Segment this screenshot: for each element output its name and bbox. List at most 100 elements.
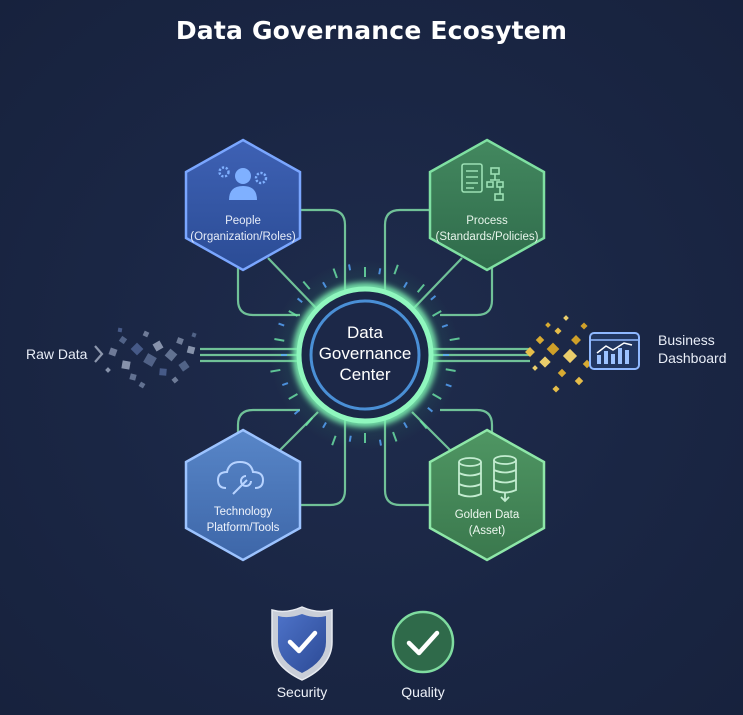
spark-dash [416,283,425,293]
particle [117,327,123,333]
particle [191,332,197,338]
spark-dash [302,280,311,290]
person-gears-icon [218,166,268,200]
spark-dash [392,431,398,442]
spark-dash [449,337,460,342]
quality-check-icon [391,610,455,674]
security-label: Security [276,684,328,700]
spark-dash [331,435,337,446]
particle [118,335,128,345]
node-technology: Technology Platform/Tools [184,428,302,562]
particle [186,345,196,355]
spark-dash [430,295,437,301]
particle [571,335,581,345]
particle [535,335,545,345]
spark-dash [281,382,289,387]
spark-dash [305,417,314,427]
particle [164,348,178,362]
particle [159,368,167,376]
raw-data-label: Raw Data [26,346,88,362]
particle [552,385,560,393]
spark-dash [332,268,338,279]
particle [129,373,137,381]
node-golden-data: Golden Data (Asset) [428,428,546,562]
particle [580,322,588,330]
spark-dash [288,393,298,400]
particle [152,340,164,352]
insight-particles [525,315,592,393]
spark-dash [432,310,442,317]
business-dashboard-label: Business Dashboard [658,331,727,367]
particle [178,360,190,372]
particle [138,381,146,389]
center-label-line2: Governance [319,344,412,363]
technology-sublabel: Platform/Tools [207,522,280,534]
chevron-right-icon [94,345,104,363]
center-inner-ring [309,299,421,411]
particle [143,353,157,367]
spark-dash [348,435,352,442]
node-process: Process (Standards/Policies) [428,138,546,272]
dashboard-label-line1: Business [658,332,715,348]
spark-dash [393,264,399,275]
cloud-wrench-icon [216,460,265,495]
particle [539,356,551,368]
center-label-line1: Data [347,323,383,342]
diagram-title: Data Governance Ecosytem [175,16,568,45]
people-sublabel: (Organization/Roles) [190,231,296,243]
spark-dash [432,393,442,400]
spark-dash [322,281,327,288]
database-icon [458,455,517,503]
center-label-line3: Center [339,365,390,384]
dashboard-chart-icon [589,332,640,370]
particle [108,347,118,357]
particle [554,327,562,335]
spark-dash [293,409,300,415]
raw-data-particles [105,327,197,389]
particle [574,376,584,386]
spark-dash [427,406,434,413]
golden-label: Golden Data [455,509,520,521]
spark-dash [270,368,281,373]
spark-dash [441,323,449,328]
golden-sublabel: (Asset) [469,525,506,537]
technology-label: Technology [214,506,272,518]
spark-dash [288,310,298,317]
particle [563,315,569,321]
particle [532,365,538,371]
checklist-flowchart-icon [461,163,504,201]
particle [176,337,184,345]
spark-dash [378,439,382,446]
spark-dash [403,422,408,429]
particle [121,360,131,370]
spark-dash [378,268,382,275]
particle [525,347,535,357]
spark-dash [419,420,428,430]
dashboard-label-line2: Dashboard [658,350,727,366]
process-label: Process [466,215,508,227]
spark-dash [445,368,456,372]
particle [545,322,551,328]
spark-dash [403,281,408,288]
quality-label: Quality [401,684,445,700]
people-label: People [225,215,261,227]
particle [562,348,578,364]
particle [171,376,179,384]
spark-dash [296,297,303,304]
spark-dash [348,264,352,271]
particle [105,367,111,373]
security-shield-icon [271,606,333,681]
spark-dash [274,338,285,342]
particle [130,342,144,356]
particle [142,330,150,338]
spark-dash [322,422,327,429]
spark-dash [445,383,452,388]
particle [546,342,560,356]
node-people: People (Organization/Roles) [184,138,302,272]
center-spark-ring [270,264,460,446]
particle [557,368,567,378]
process-sublabel: (Standards/Policies) [436,231,539,243]
spark-dash [278,322,285,327]
